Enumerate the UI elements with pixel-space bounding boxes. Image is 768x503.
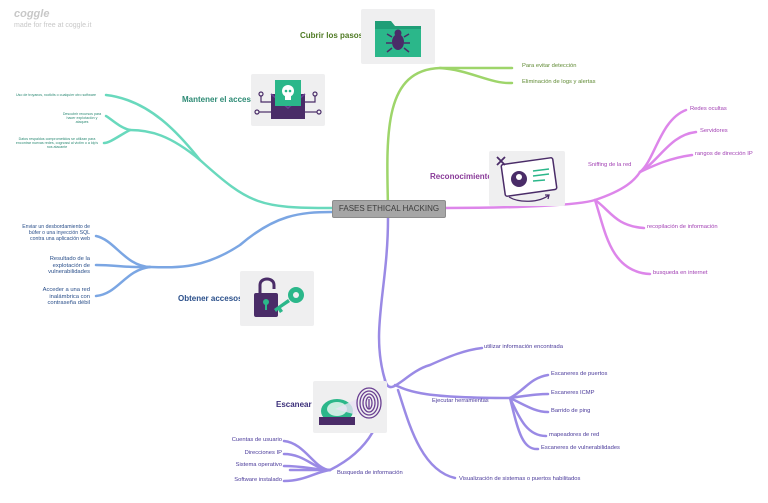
leaf-servidores[interactable]: Servidores <box>700 128 728 134</box>
leaf-uso-troyanos[interactable]: Uso de troyanos, rootkits o cualquier ot… <box>15 93 97 97</box>
leaf-busqueda-internet[interactable]: busqueda en internet <box>653 270 708 276</box>
leaf-barrido-ping[interactable]: Barrido de ping <box>551 408 591 414</box>
leaf-direcciones-ip[interactable]: Direcciones IP <box>244 450 282 456</box>
lock-key-icon <box>240 271 314 326</box>
leaf-evitar-deteccion[interactable]: Para evitar detección <box>522 63 577 69</box>
branch-escanear-title[interactable]: Escanear <box>276 400 312 409</box>
leaf-redes-ocultas[interactable]: Redes ocultas <box>690 106 727 112</box>
leaf-escaneres-vulnerabilidades[interactable]: Escaneres de vulnerabilidades <box>541 445 620 451</box>
branch-cubrir-title[interactable]: Cubrir los pasos <box>300 31 364 40</box>
made-for-free-caption: made for free at coggle.it <box>14 22 92 29</box>
leaf-visualizacion-sistemas[interactable]: Visualización de sistemas o puertos habi… <box>459 476 581 482</box>
leaf-mapeadores-red[interactable]: mapeadores de red <box>549 432 600 438</box>
leaf-explotacion-vulnerabilidades[interactable]: Resultado de la explotación de vulnerabi… <box>48 256 90 276</box>
fingerprint-scan-icon <box>313 381 387 433</box>
leaf-escaneres-puertos[interactable]: Escaneres de puertos <box>551 371 608 377</box>
skull-envelope-icon <box>251 74 325 126</box>
leaf-recopilacion-informacion[interactable]: recopilación de información <box>647 224 718 230</box>
branch-mantener-title[interactable]: Mantener el acceso <box>182 95 256 104</box>
leaf-cuentas-usuario[interactable]: Cuentas de usuario <box>231 437 282 443</box>
sub-ejecutar-herramientas[interactable]: Ejecutar herramientas <box>432 398 489 404</box>
leaf-eliminacion-logs[interactable]: Eliminación de logs y alertas <box>522 79 596 85</box>
leaf-desbordamiento-bufer[interactable]: Enviar un desbordamiento de búfer o una … <box>22 224 90 242</box>
leaf-escaneres-icmp[interactable]: Escaneres ICMP <box>551 390 595 396</box>
leaf-rangos-ip[interactable]: rangos de dirección IP <box>695 151 753 157</box>
central-topic-node[interactable]: FASES ETHICAL HACKING <box>332 200 446 218</box>
sub-sniffing-red[interactable]: Sniffing de la red <box>588 162 632 168</box>
coggle-logo: coggle <box>14 8 50 20</box>
leaf-utilizar-informacion[interactable]: utilizar información encontrada <box>484 344 563 350</box>
leaf-red-inalambrica[interactable]: Acceder a una red inalámbrica con contra… <box>42 287 90 307</box>
leaf-sistema-operativo[interactable]: Sistema operativo <box>235 462 282 468</box>
leaf-descubrir-recursos[interactable]: Descubrir recursos para hacer explotació… <box>62 112 102 125</box>
leaf-datos-respaldos[interactable]: Datos respaldos comprometidos se utiliza… <box>15 137 99 150</box>
branch-reconocimiento-title[interactable]: Reconocimiento <box>430 172 493 181</box>
spy-bug-folder-icon <box>361 9 435 64</box>
id-card-icon <box>489 151 565 206</box>
leaf-software-instalado[interactable]: Software instalado <box>234 477 282 483</box>
sub-busqueda-informacion[interactable]: Busqueda de información <box>337 470 403 476</box>
branch-obtener-title[interactable]: Obtener accesos <box>178 294 243 303</box>
